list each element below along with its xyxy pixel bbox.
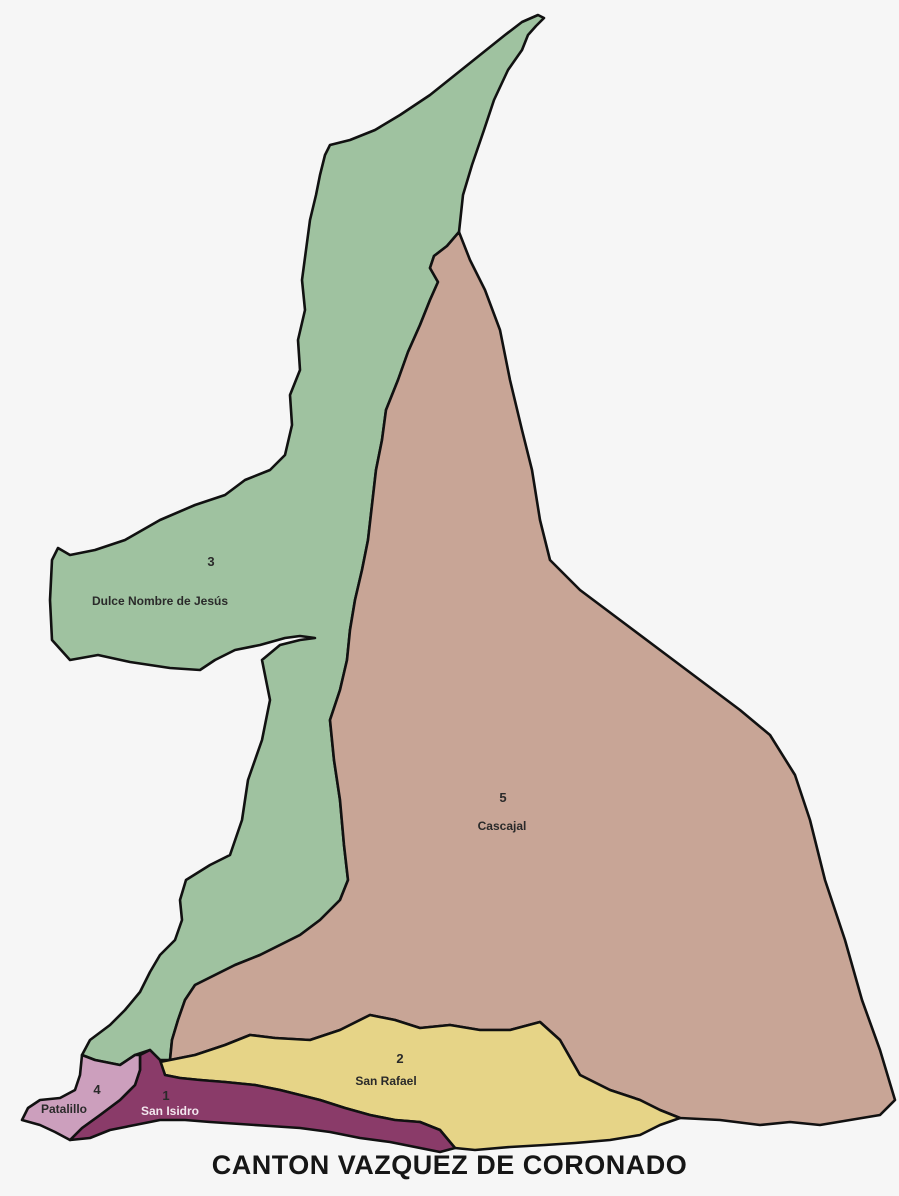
district-1-name: San Isidro: [141, 1104, 199, 1118]
district-5-name: Cascajal: [478, 819, 527, 833]
district-4-name: Patalillo: [41, 1102, 87, 1116]
district-2-name: San Rafael: [355, 1074, 416, 1088]
map-title: CANTON VAZQUEZ DE CORONADO: [211, 1150, 688, 1180]
district-3-name: Dulce Nombre de Jesús: [92, 594, 228, 608]
district-5-number: 5: [499, 790, 506, 805]
district-patalillo[interactable]: [20, 1053, 142, 1142]
district-3-number: 3: [207, 554, 214, 569]
district-san-isidro[interactable]: [68, 1048, 457, 1154]
district-1-number: 1: [162, 1088, 169, 1103]
district-2-number: 2: [396, 1051, 403, 1066]
district-4-number: 4: [93, 1082, 101, 1097]
